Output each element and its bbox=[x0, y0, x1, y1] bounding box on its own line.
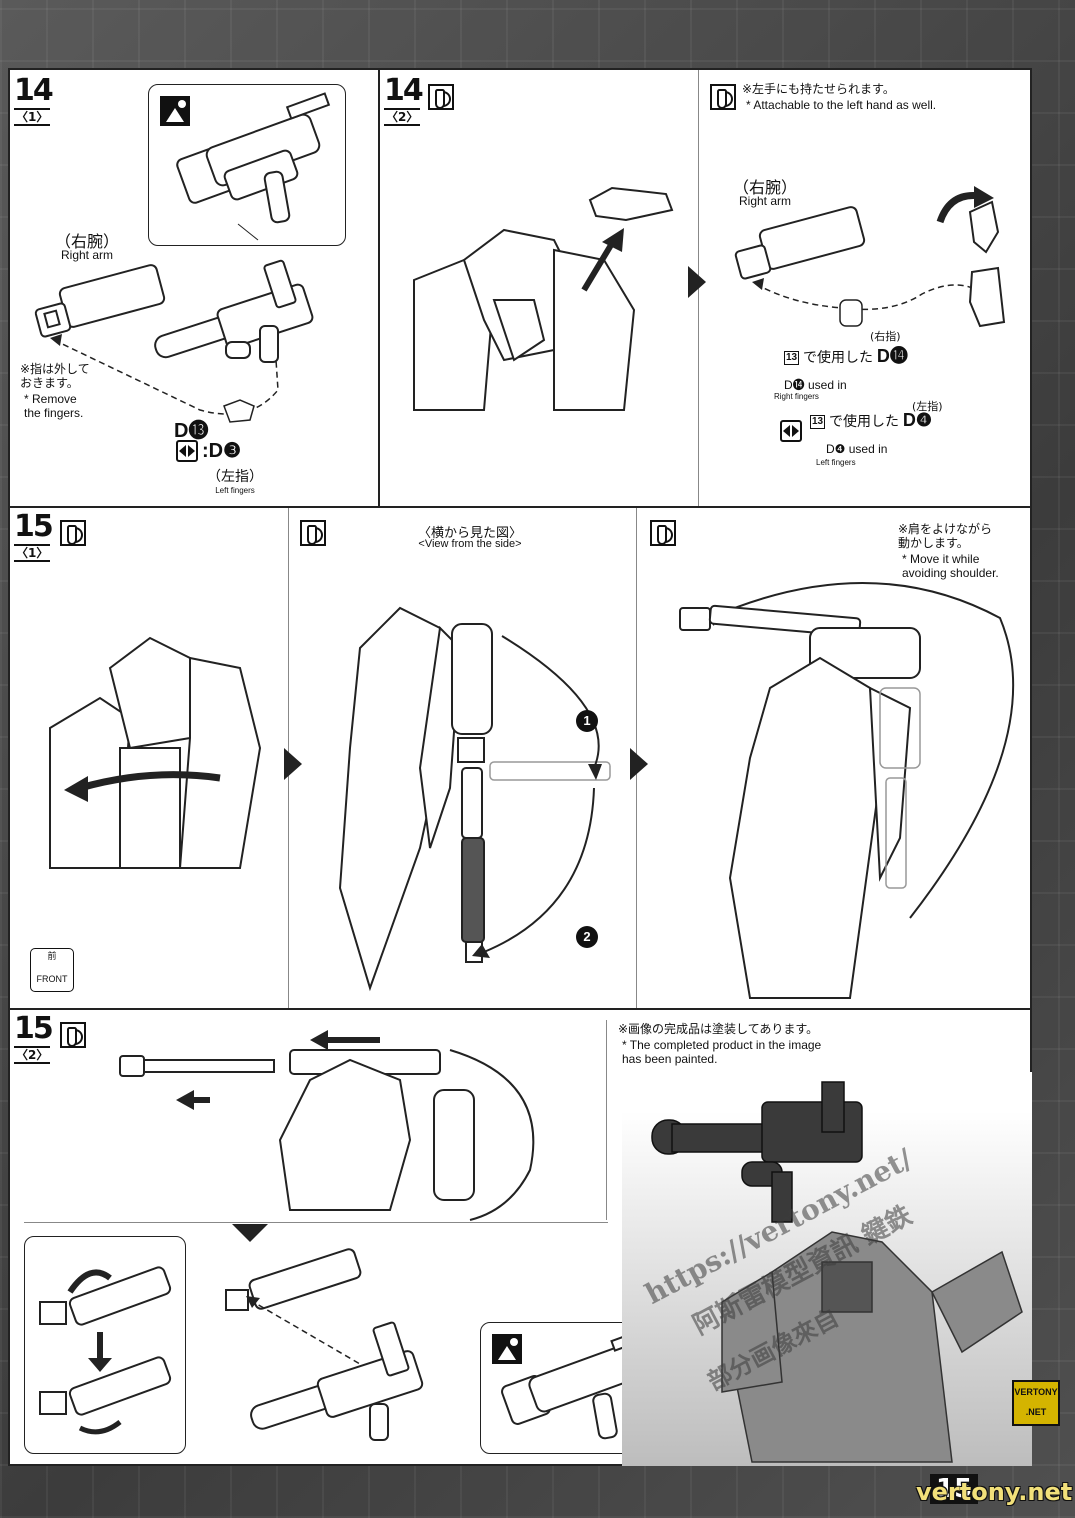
painted-note-en: * The completed product in the image has… bbox=[622, 1038, 822, 1066]
left-hand-note-jp: ※左手にも持たせられます。 bbox=[742, 82, 895, 96]
right-arm-label-jp: （右腕） bbox=[732, 178, 797, 197]
remove-fingers-note-jp: ※指は外して おきます。 bbox=[20, 362, 90, 390]
robot-front-illustration bbox=[49, 636, 262, 869]
right-arm-label-jp: （右腕） bbox=[54, 232, 119, 251]
instruction-sheet: 14 〈1〉 （右腕） Right arm ※指は外して おきます。 * Re bbox=[8, 68, 1032, 1466]
down-arrow bbox=[232, 1224, 268, 1242]
hand-icon bbox=[650, 520, 676, 546]
substep-label: 〈1〉 bbox=[14, 108, 51, 126]
badge-bottom-text: .NET bbox=[1025, 1407, 1047, 1417]
used-in-text-jp: で使用した bbox=[829, 414, 900, 430]
attach-dashed-path bbox=[50, 334, 279, 415]
front-label-en: FRONT bbox=[36, 974, 68, 984]
weapon-illustration bbox=[154, 259, 314, 363]
shoulder-note-jp: ※肩をよけながら 動かします。 bbox=[898, 522, 993, 550]
step-15-1-panel: 15 〈1〉 前 FRONT 〈横から見た図〉 <View from the s… bbox=[10, 508, 1032, 1010]
left-fingers-hint: (左指) bbox=[912, 400, 943, 413]
left-fingers-en: Left fingers bbox=[816, 458, 856, 467]
swap-part-label: :D❸ bbox=[202, 440, 242, 462]
painted-robot-photo bbox=[721, 1231, 1023, 1463]
left-fingers-used-en: D❹ used in bbox=[826, 442, 888, 456]
step-one-marker: 1 bbox=[571, 705, 603, 737]
side-view-label-jp: 〈横から見た図〉 bbox=[417, 526, 522, 541]
step-number: 14 bbox=[384, 73, 424, 108]
substep-label: 〈2〉 bbox=[384, 108, 421, 126]
substep-label: 〈1〉 bbox=[14, 544, 51, 562]
front-label-jp: 前 bbox=[47, 952, 57, 962]
left-fingers-label-en: Left fingers bbox=[215, 486, 255, 495]
next-arrow bbox=[284, 748, 302, 780]
hand-icon bbox=[60, 520, 86, 546]
step-ref-box: 13 bbox=[810, 415, 826, 430]
badge-top-text: VERTONY bbox=[1014, 1387, 1058, 1397]
step-14-1-panel: 14 〈1〉 （右腕） Right arm ※指は外して おきます。 * Re bbox=[10, 70, 380, 508]
robot-raised-arm-illustration bbox=[679, 582, 1015, 999]
substep-label: 〈2〉 bbox=[14, 1046, 51, 1064]
paint-icon bbox=[160, 96, 190, 126]
page-number: 15 bbox=[930, 1474, 979, 1504]
right-arm-label-en: Right arm bbox=[60, 248, 113, 262]
weapon-closeup-illustration bbox=[176, 92, 331, 241]
right-fingers-hint: (右指) bbox=[870, 330, 901, 343]
hand-icon bbox=[428, 84, 454, 110]
shoulder-note-en: * Move it while avoiding shoulder. bbox=[902, 552, 999, 580]
right-part-label: D⓮ bbox=[876, 346, 908, 366]
next-arrow bbox=[630, 748, 648, 780]
left-part-label: D❹ bbox=[902, 410, 933, 430]
step-number: 15 bbox=[14, 509, 54, 544]
hand-icon bbox=[60, 1022, 86, 1048]
used-in-text-jp: で使用した bbox=[803, 350, 874, 366]
left-hand-note-en: * Attachable to the left hand as well. bbox=[746, 98, 937, 112]
hand-part-illustration bbox=[588, 186, 674, 222]
hand-icon bbox=[710, 84, 736, 110]
right-fingers-en: Right fingers bbox=[774, 392, 819, 401]
part-d13-label: D⓭ bbox=[174, 420, 209, 442]
right-fingers-instruction: 13 で使用した D⓮ bbox=[784, 342, 908, 368]
side-view-label-en: <View from the side> bbox=[418, 538, 522, 550]
step-15-2-panel: 15 〈2〉 bbox=[10, 1010, 1032, 1466]
left-fingers-instruction: 13 で使用した D❹ bbox=[810, 410, 932, 431]
robot-torso-illustration bbox=[413, 228, 636, 411]
divider bbox=[606, 1020, 607, 1220]
painted-weapon-photo bbox=[651, 1081, 863, 1223]
vertony-badge: VERTONY .NET bbox=[1012, 1380, 1060, 1426]
paint-icon bbox=[492, 1334, 522, 1364]
right-arm-label-en: Right arm bbox=[738, 194, 791, 208]
right-arm-illustration bbox=[734, 206, 866, 280]
step-two-marker: 2 bbox=[571, 921, 603, 953]
arm-rotation-illustration bbox=[39, 1266, 172, 1435]
front-indicator: 前 FRONT bbox=[30, 948, 74, 992]
right-arm-illustration bbox=[34, 264, 166, 338]
robot-rear-arm-illustration bbox=[119, 1030, 535, 1221]
next-arrow bbox=[688, 266, 706, 298]
robot-side-illustration bbox=[338, 606, 611, 992]
footer-site-label: vertony.net bbox=[916, 1478, 1073, 1506]
rotating-hand-illustration bbox=[936, 186, 1006, 328]
finger-part-illustration bbox=[223, 399, 255, 423]
completed-product-photo bbox=[622, 1072, 1032, 1466]
finger-part-illustration bbox=[839, 299, 863, 327]
step-14-2-panel: 14 〈2〉 ※左手にも持たせられます。 * Attachable to the… bbox=[380, 70, 1032, 508]
step-ref-box: 13 bbox=[784, 351, 800, 366]
swap-icon bbox=[176, 440, 198, 462]
weapon-closeup-illustration bbox=[501, 1326, 654, 1440]
left-fingers-label-jp: （左指） bbox=[207, 469, 263, 485]
weapon-attach-illustration bbox=[225, 1248, 424, 1441]
remove-fingers-note-en: * Remove the fingers. bbox=[24, 392, 84, 420]
hand-icon bbox=[300, 520, 326, 546]
painted-note-jp: ※画像の完成品は塗装してあります。 bbox=[618, 1022, 819, 1036]
hand-swap-path bbox=[752, 278, 989, 311]
swap-icon bbox=[780, 420, 802, 442]
right-fingers-used-en: D⓮ used in bbox=[784, 378, 847, 392]
step-number: 14 bbox=[14, 73, 54, 108]
step-number: 15 bbox=[14, 1011, 54, 1046]
divider bbox=[24, 1222, 608, 1223]
